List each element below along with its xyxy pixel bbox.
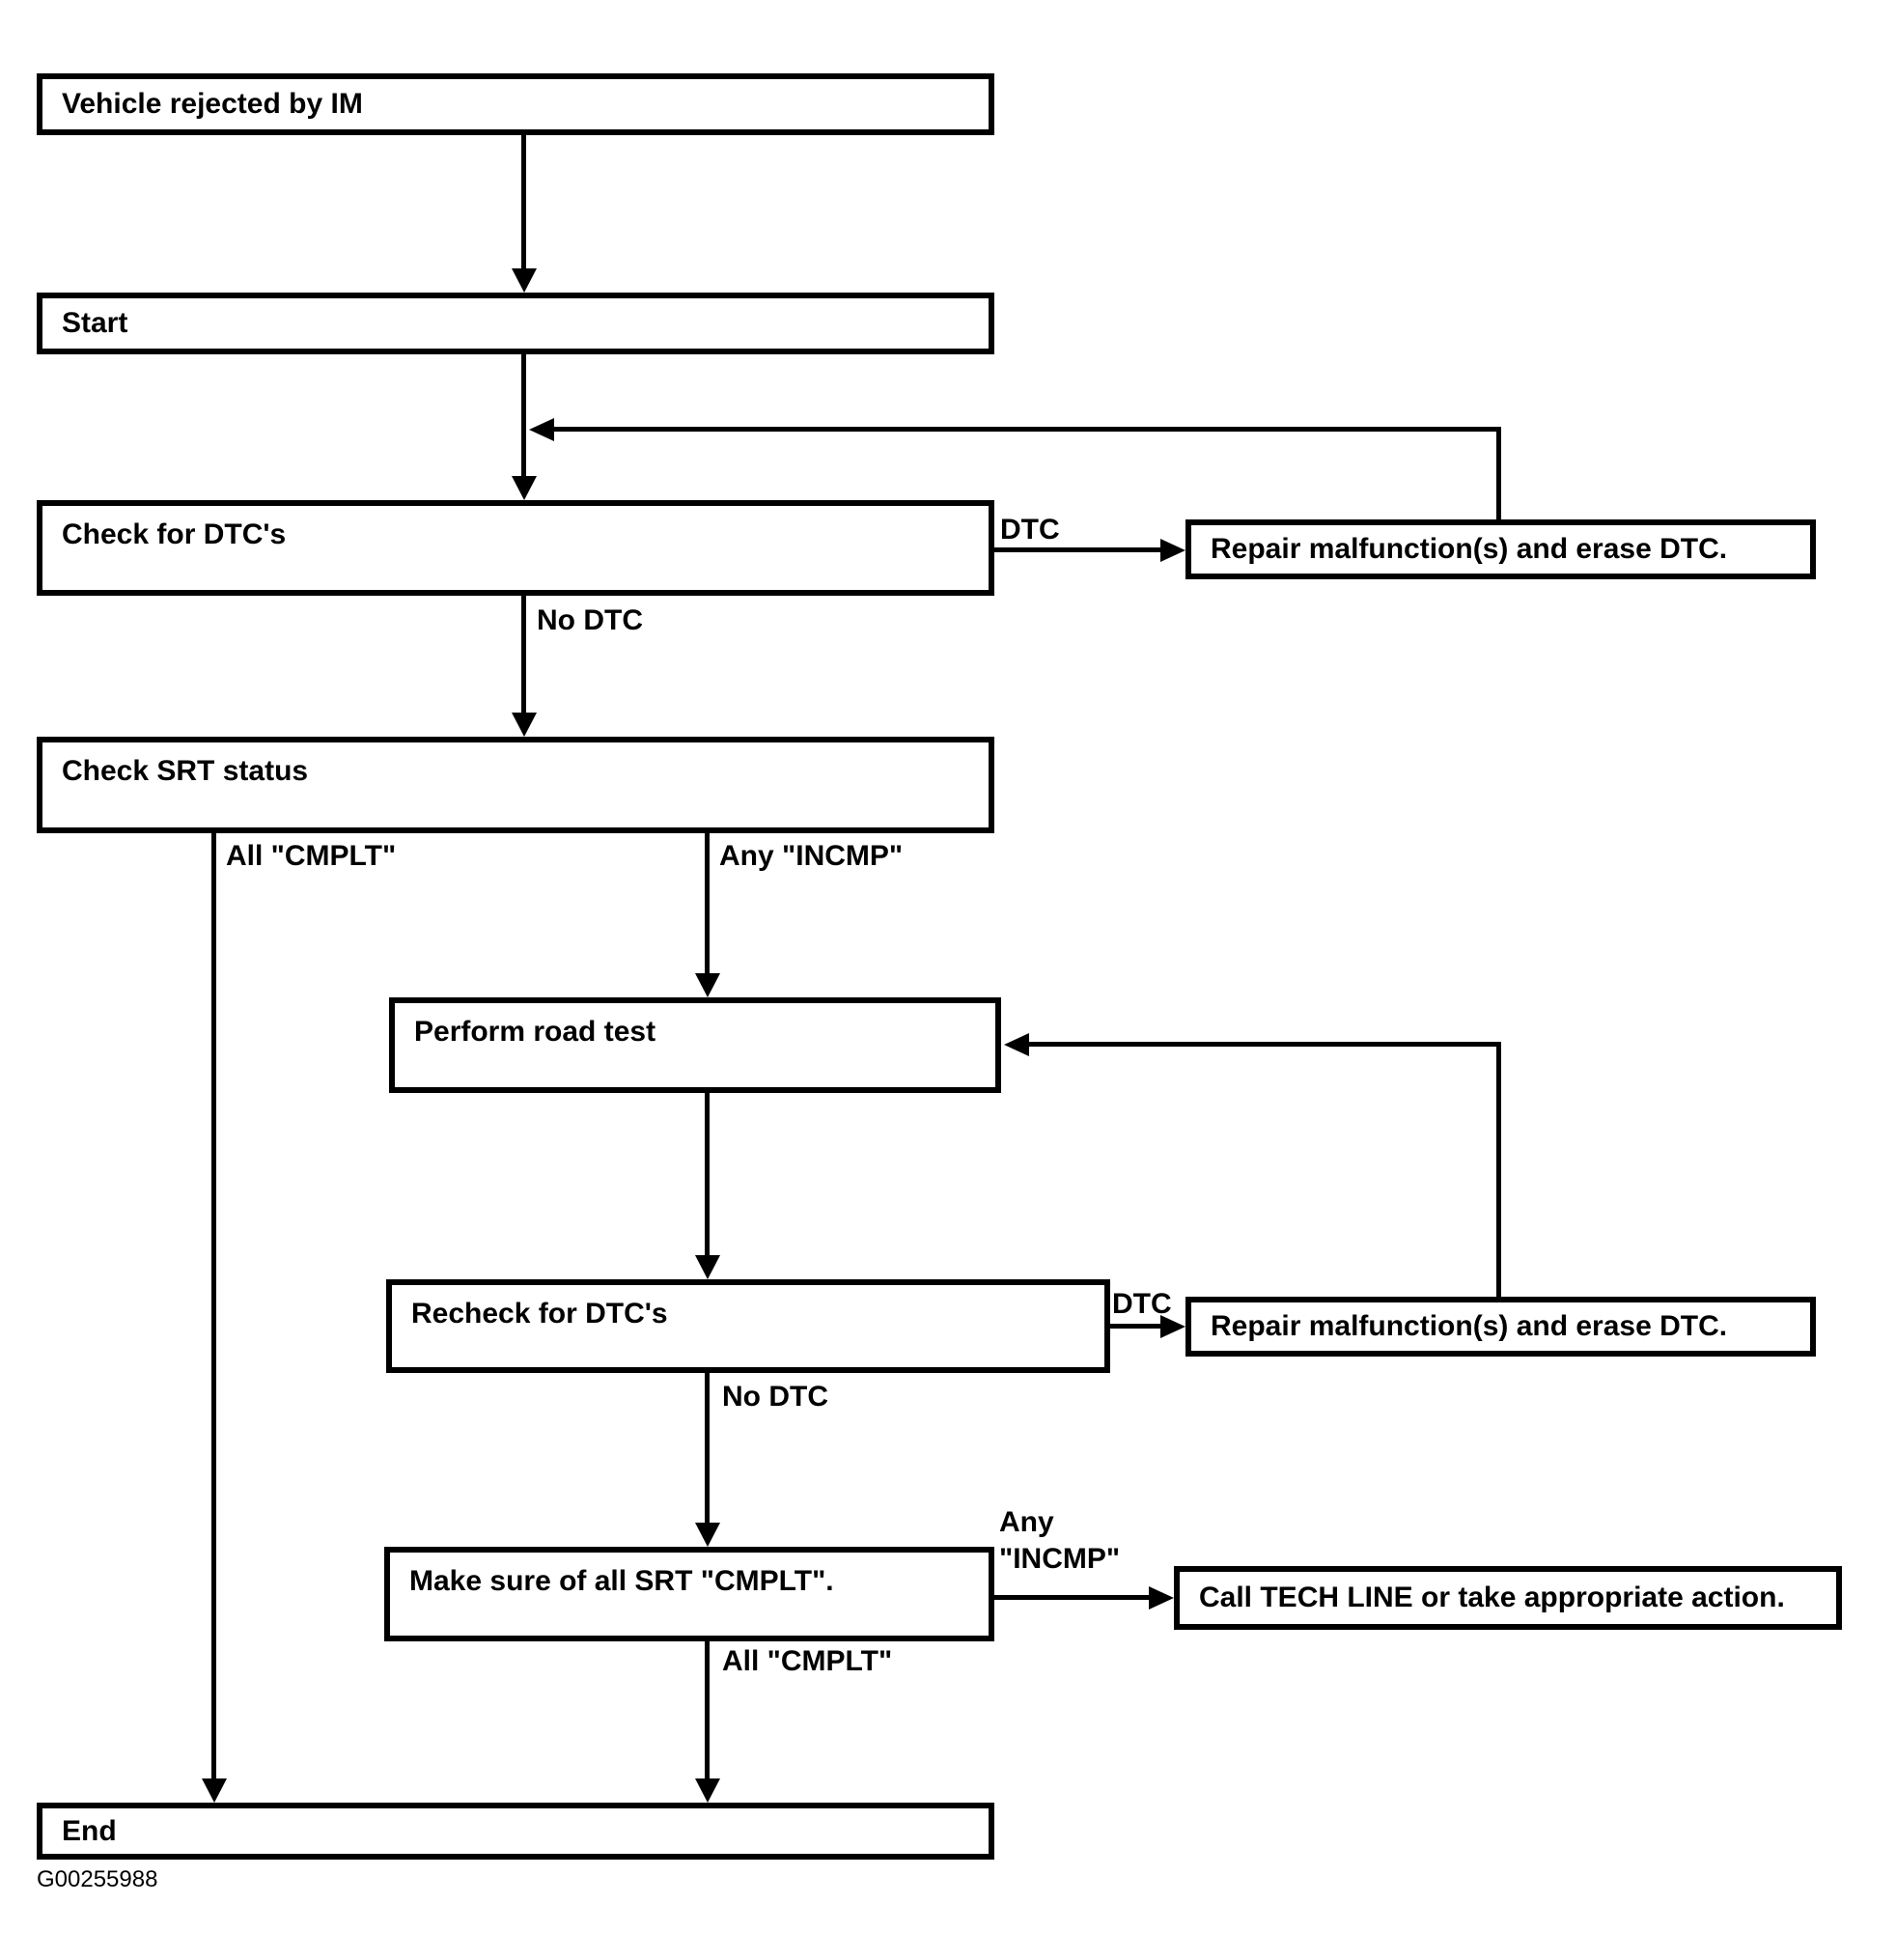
node-repair-erase-dtc-2-label: Repair malfunction(s) and erase DTC.	[1211, 1310, 1728, 1342]
edge-rejected-to-start-arrowhead	[512, 268, 537, 293]
label-any-incmp-2-line1: Any	[999, 1506, 1054, 1538]
edge-recheck-to-makesure-line	[705, 1373, 710, 1526]
edge-anyincmp1-to-roadtest-line	[705, 833, 710, 976]
label-any-incmp-1: Any "INCMP"	[719, 840, 904, 872]
node-recheck-dtc-label: Recheck for DTC's	[411, 1298, 668, 1330]
node-recheck-dtc: Recheck for DTC's	[386, 1279, 1110, 1373]
edge-repair1-return-arrowhead	[529, 418, 554, 441]
node-make-sure-srt-cmplt: Make sure of all SRT "CMPLT".	[384, 1547, 994, 1641]
edge-repair1-return-line	[550, 427, 1501, 432]
edge-roadtest-to-recheck-line	[705, 1093, 710, 1257]
label-any-incmp-2-line2: "INCMP"	[999, 1543, 1121, 1575]
figure-id-caption: G00255988	[37, 1866, 158, 1892]
edge-recheck-to-makesure-arrowhead	[695, 1523, 720, 1547]
edge-makesure-to-end-line	[705, 1641, 710, 1781]
edge-anyincmp2-line	[994, 1595, 1150, 1600]
node-vehicle-rejected: Vehicle rejected by IM	[37, 73, 994, 135]
node-end-label: End	[62, 1814, 117, 1847]
node-perform-road-test-label: Perform road test	[414, 1016, 656, 1048]
edge-dtc1-arrowhead	[1160, 539, 1185, 562]
edge-anyincmp2-arrowhead	[1149, 1586, 1174, 1610]
label-dtc-1: DTC	[1000, 514, 1060, 546]
node-call-tech-line-label: Call TECH LINE or take appropriate actio…	[1199, 1582, 1785, 1613]
edge-dtc2-arrowhead	[1160, 1315, 1185, 1338]
label-all-cmplt-2: All "CMPLT"	[722, 1645, 893, 1677]
edge-allcmplt1-to-end-line	[211, 833, 216, 1781]
edge-checkdtc-to-checksrt-arrowhead	[512, 713, 537, 737]
node-check-dtc-label: Check for DTC's	[62, 518, 287, 550]
edge-repair2-return-riser	[1496, 1045, 1501, 1297]
edge-repair2-return-line	[1027, 1042, 1501, 1047]
edge-repair2-return-arrowhead	[1004, 1033, 1029, 1056]
node-start-label: Start	[62, 307, 128, 339]
label-no-dtc-2: No DTC	[722, 1381, 828, 1413]
node-perform-road-test: Perform road test	[389, 997, 1001, 1093]
edge-rejected-to-start-line	[521, 135, 526, 270]
label-dtc-2: DTC	[1112, 1288, 1172, 1320]
node-start: Start	[37, 293, 994, 354]
node-check-srt-status: Check SRT status	[37, 737, 994, 833]
edge-start-to-checkdtc-arrowhead	[512, 476, 537, 500]
node-call-tech-line: Call TECH LINE or take appropriate actio…	[1174, 1566, 1842, 1630]
edge-anyincmp1-to-roadtest-arrowhead	[695, 973, 720, 997]
label-no-dtc-1: No DTC	[537, 604, 643, 636]
node-end: End	[37, 1803, 994, 1860]
edge-repair1-return-riser	[1496, 430, 1501, 522]
edge-roadtest-to-recheck-arrowhead	[695, 1255, 720, 1279]
node-vehicle-rejected-label: Vehicle rejected by IM	[62, 88, 363, 120]
node-repair-erase-dtc-2: Repair malfunction(s) and erase DTC.	[1185, 1297, 1816, 1357]
edge-dtc1-line	[994, 547, 1161, 552]
node-check-dtc: Check for DTC's	[37, 500, 994, 596]
node-repair-erase-dtc-1-label: Repair malfunction(s) and erase DTC.	[1211, 533, 1728, 565]
label-any-incmp-2: Any "INCMP"	[999, 1504, 1120, 1578]
edge-allcmplt1-to-end-arrowhead	[202, 1778, 227, 1803]
node-check-srt-status-label: Check SRT status	[62, 755, 309, 787]
edge-makesure-to-end-arrowhead	[695, 1778, 720, 1803]
node-repair-erase-dtc-1: Repair malfunction(s) and erase DTC.	[1185, 519, 1816, 579]
node-make-sure-srt-cmplt-label: Make sure of all SRT "CMPLT".	[409, 1565, 834, 1597]
edge-dtc2-line	[1110, 1324, 1161, 1329]
edge-checkdtc-to-checksrt-line	[521, 596, 526, 713]
edge-start-to-checkdtc-line	[521, 354, 526, 476]
label-all-cmplt-1: All "CMPLT"	[226, 840, 397, 872]
